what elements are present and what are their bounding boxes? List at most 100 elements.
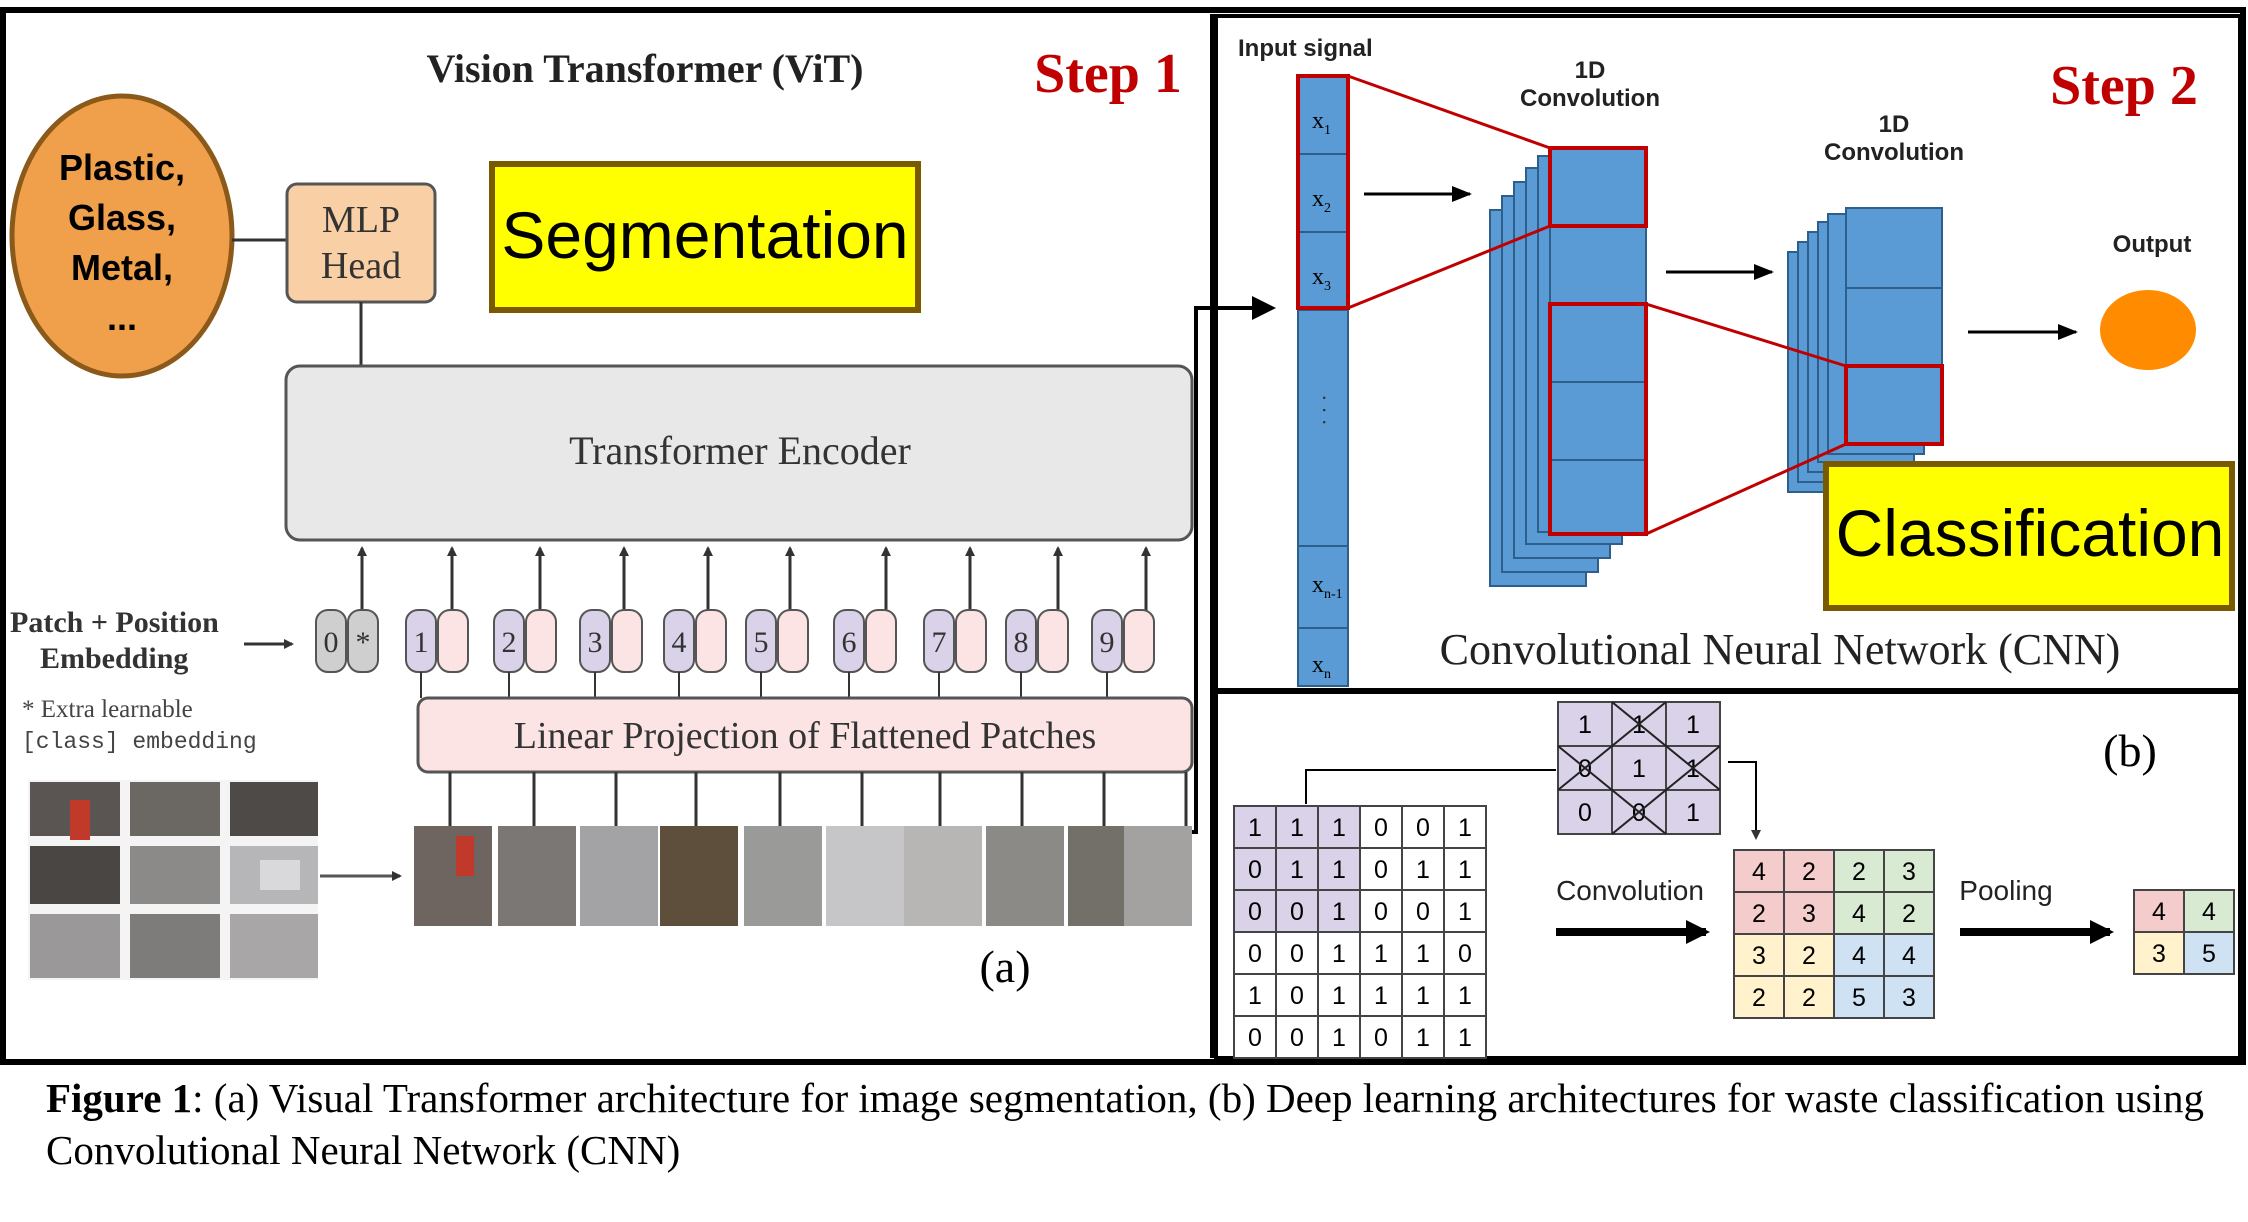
- segmentation-box: [489, 161, 921, 313]
- token-number-9: 9: [1100, 626, 1115, 659]
- input-cell-1-5: 1: [1458, 856, 1472, 884]
- input-cell-sub-4: n-1: [1324, 587, 1343, 602]
- feature-cell-2-2: 4: [1852, 942, 1866, 970]
- input-signal-label: Input signal: [1238, 35, 1373, 62]
- output-label: Output: [2113, 231, 2192, 258]
- input-cell-sub-5: n: [1324, 667, 1331, 682]
- token-1: 1: [405, 609, 469, 698]
- input-cell-3-3: 1: [1374, 940, 1388, 968]
- input-cell-2-0: 0: [1248, 898, 1262, 926]
- panel-label-b: (b): [2103, 725, 2157, 776]
- input-cell-2-4: 0: [1416, 898, 1430, 926]
- conv2-feature-stack: [1787, 207, 1944, 493]
- panel-label-a: (a): [979, 941, 1030, 992]
- kernel-matrix: 111011001: [1557, 701, 1721, 835]
- class-token-marker: *: [356, 626, 371, 659]
- input-cell-sub-3: 3: [1324, 279, 1331, 294]
- token-number-5: 5: [754, 626, 769, 659]
- step-2-label: Step 2: [2050, 55, 2198, 117]
- feature-cell-2-1: 2: [1802, 942, 1816, 970]
- pooled-cell-0-1: 4: [2202, 898, 2216, 926]
- class-ellipsis: ...: [107, 297, 137, 338]
- token-number-4: 4: [672, 626, 687, 659]
- feature-cell-1-2: 4: [1852, 900, 1866, 928]
- input-cell-5-2: 1: [1332, 1024, 1346, 1052]
- input-cell-5-4: 1: [1416, 1024, 1430, 1052]
- patch-6: [826, 826, 904, 926]
- feature-cell-1-3: 2: [1902, 900, 1916, 928]
- feature-cell-0-3: 3: [1902, 858, 1916, 886]
- input-cell-0-4: 0: [1416, 814, 1430, 842]
- pooling-label: Pooling: [1959, 875, 2052, 906]
- input-cell-5-0: 0: [1248, 1024, 1262, 1052]
- token-9: 9: [1091, 609, 1155, 698]
- patch-5: [744, 826, 822, 926]
- input-cell-sub-2: 2: [1324, 201, 1331, 216]
- patch-7: [904, 826, 982, 926]
- input-cell-3-1: 0: [1290, 940, 1304, 968]
- input-cell-3-2: 1: [1332, 940, 1346, 968]
- token-3: 3: [579, 609, 643, 698]
- segmentation-label: Segmentation: [501, 198, 908, 272]
- input-cell-5-5: 1: [1458, 1024, 1472, 1052]
- mlp-head-line-2: Head: [321, 245, 401, 287]
- token-number-7: 7: [932, 626, 947, 659]
- kernel-cell-1-1: 1: [1632, 755, 1646, 783]
- cnn-title: Convolutional Neural Network (CNN): [1440, 625, 2121, 674]
- class-glass: Glass,: [68, 197, 176, 238]
- feature-cell-1-0: 2: [1752, 900, 1766, 928]
- token-number-1: 1: [414, 626, 429, 659]
- input-cell-1-4: 1: [1416, 856, 1430, 884]
- flattened-patches: [414, 772, 1192, 926]
- token-0: 0*: [315, 609, 379, 673]
- feature-cell-3-2: 5: [1852, 984, 1866, 1012]
- token-8: 8: [1005, 609, 1069, 698]
- input-cell-1-1: 1: [1290, 856, 1304, 884]
- conv-example-frame: [1214, 690, 2242, 1060]
- embedding-label-line-2: Embedding: [40, 642, 188, 675]
- pooled-cell-0-0: 4: [2152, 898, 2166, 926]
- input-image-grid: [28, 780, 318, 980]
- feature-cell-0-2: 2: [1852, 858, 1866, 886]
- input-cell-4-0: 1: [1248, 982, 1262, 1010]
- feature-cell-0-0: 4: [1752, 858, 1766, 886]
- output-node: [2100, 290, 2196, 370]
- patch-10: [1124, 826, 1192, 926]
- input-cell-4-5: 1: [1458, 982, 1472, 1010]
- input-cell-0-3: 0: [1374, 814, 1388, 842]
- token-number-6: 6: [842, 626, 857, 659]
- token-number-2: 2: [502, 626, 517, 659]
- linear-projection-label: Linear Projection of Flattened Patches: [514, 715, 1097, 757]
- patch-8: [986, 826, 1064, 926]
- pooled-cell-1-0: 3: [2152, 940, 2166, 968]
- input-cell-5-3: 0: [1374, 1024, 1388, 1052]
- figure-svg: Vision Transformer (ViT) Step 1 Plastic,…: [0, 7, 2246, 1065]
- class-plastic: Plastic,: [59, 147, 185, 188]
- input-cell-0-5: 1: [1458, 814, 1472, 842]
- vit-title: Vision Transformer (ViT): [426, 46, 863, 91]
- token-5: 5: [745, 609, 809, 698]
- conv1-label-line-1: 1D: [1575, 57, 1606, 84]
- feature-cell-2-3: 4: [1902, 942, 1916, 970]
- feature-cell-3-0: 2: [1752, 984, 1766, 1012]
- conv1-label-line-2: Convolution: [1520, 85, 1660, 112]
- embedding-label-line-1: Patch + Position: [10, 606, 219, 639]
- conv2-label-line-2: Convolution: [1824, 139, 1964, 166]
- linear-projection-box: [416, 696, 1194, 774]
- feature-cell-1-1: 3: [1802, 900, 1816, 928]
- input-cell-sub-1: 1: [1324, 123, 1331, 138]
- patch-2: [498, 826, 576, 926]
- pooled-cell-1-1: 5: [2202, 940, 2216, 968]
- input-dots: . . .: [1318, 395, 1343, 426]
- classification-label: Classification: [1836, 496, 2225, 570]
- input-cell-3-5: 0: [1458, 940, 1472, 968]
- token-number-0: 0: [324, 626, 339, 659]
- feature-cell-0-1: 2: [1802, 858, 1816, 886]
- conv1-feature-stack: [1489, 146, 1648, 587]
- mlp-head-line-1: MLP: [322, 199, 400, 241]
- patch-3: [580, 826, 658, 926]
- output-classes-ellipse: [9, 93, 235, 379]
- input-cell-4: xn-1: [1312, 572, 1343, 602]
- feature-cell-3-3: 3: [1902, 984, 1916, 1012]
- token-4: 4: [663, 609, 727, 698]
